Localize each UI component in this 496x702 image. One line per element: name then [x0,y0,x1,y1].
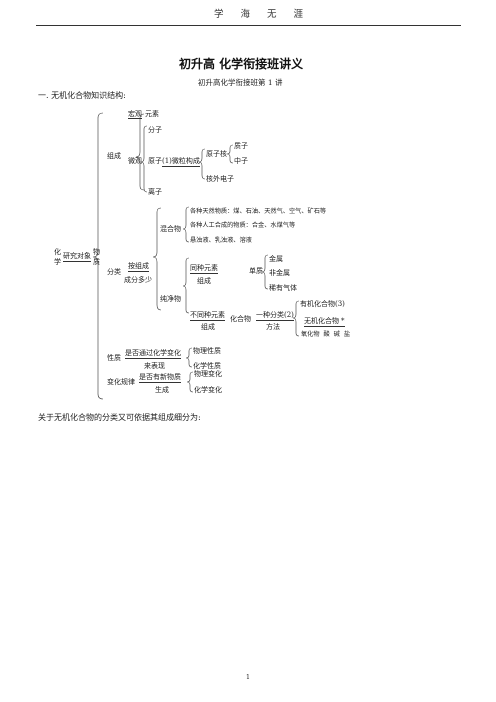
macro-label: 宏观 [128,110,142,119]
chemical-change-label: 化学变化 [194,386,222,394]
nucleus-label: 原子核 [206,150,227,158]
method-line1: 一种分类(2) [256,311,294,321]
physical-property-label: 物理性质 [193,347,221,355]
diff-element-line2: 组成 [201,323,215,331]
header-rule [36,25,461,27]
diff-element-line1: 不同种元素 [190,311,225,321]
particle-blank-1: (1)微粒构成 [162,158,200,167]
root-char-2: 学 [54,258,61,266]
electron-label: 核外电子 [206,175,234,183]
physical-change-label: 物理变化 [194,370,222,378]
changes-label: 变化规律 [107,378,135,386]
noble-gas-label: 稀有气体 [269,284,297,292]
inorganic-mark: * [341,317,345,325]
nonmetal-label: 非金属 [269,269,290,277]
inorganic-types: 氧化物 酸 碱 盐 [301,331,351,338]
properties-cond-line2: 来表现 [144,362,165,370]
compound-label: 化合物 [230,315,251,323]
same-element-line2: 组成 [197,277,211,285]
inorganic-text: 无机化合物 [304,317,339,325]
molecule-label: 分子 [148,126,162,134]
section-heading: 一. 无机化合物知识结构: [38,91,126,100]
same-element-line1: 同种元素 [190,264,218,274]
research-object-label: 研究对象 [63,252,91,262]
ion-label: 离子 [148,188,162,196]
simple-substance-label: 单质 [249,267,263,275]
element-label: 元素 [145,110,159,118]
method-line2: 方法 [266,323,280,331]
neutron-label: 中子 [234,157,248,165]
root-char-1: 化 [54,248,61,256]
metal-label: 金属 [269,255,283,263]
mixture-item-3: 悬浊液、乳浊液、溶液 [190,237,252,244]
atom-label: 原子 [148,157,162,165]
page-title: 初升高 化学衔接班讲义 [179,57,304,71]
proton-label: 质子 [234,142,248,150]
classify-by-line2: 成分多少 [124,276,152,284]
pure-label: 纯净物 [160,295,181,303]
page-header: 学 海 无 涯 [214,9,311,20]
micro-label: 微观 [128,157,142,165]
mixture-item-2: 各种人工合成的物质：合金、水煤气等 [190,222,296,229]
particle-text: 微粒构成 [171,157,200,165]
changes-cond-line1: 是否有新物质 [139,373,181,383]
mixture-item-1: 各种天然物质：煤、石油、天然气、空气、矿石等 [190,208,327,215]
inorganic-compound-label: 无机化合物* [304,318,345,327]
properties-cond-line1: 是否通过化学变化 [125,349,181,359]
page-number: 1 [246,674,250,681]
root-char-3: 物 [93,248,100,256]
classify-by-line1: 按组成 [128,262,149,272]
organic-compound-label: 有机化合物(3) [300,300,345,308]
particle-blank-number: (1) [162,157,172,165]
root-char-4: 质 [93,258,100,266]
changes-cond-line2: 生成 [155,386,169,394]
page-subtitle: 初升高化学衔接班第 1 讲 [198,78,283,87]
chemical-property-label: 化学性质 [193,362,221,370]
classification-label: 分类 [107,268,121,276]
properties-label: 性质 [107,354,121,362]
closing-paragraph: 关于无机化合物的分类又可依据其组成细分为: [38,413,201,422]
mixture-label: 混合物 [160,225,181,233]
composition-label: 组成 [107,152,121,160]
